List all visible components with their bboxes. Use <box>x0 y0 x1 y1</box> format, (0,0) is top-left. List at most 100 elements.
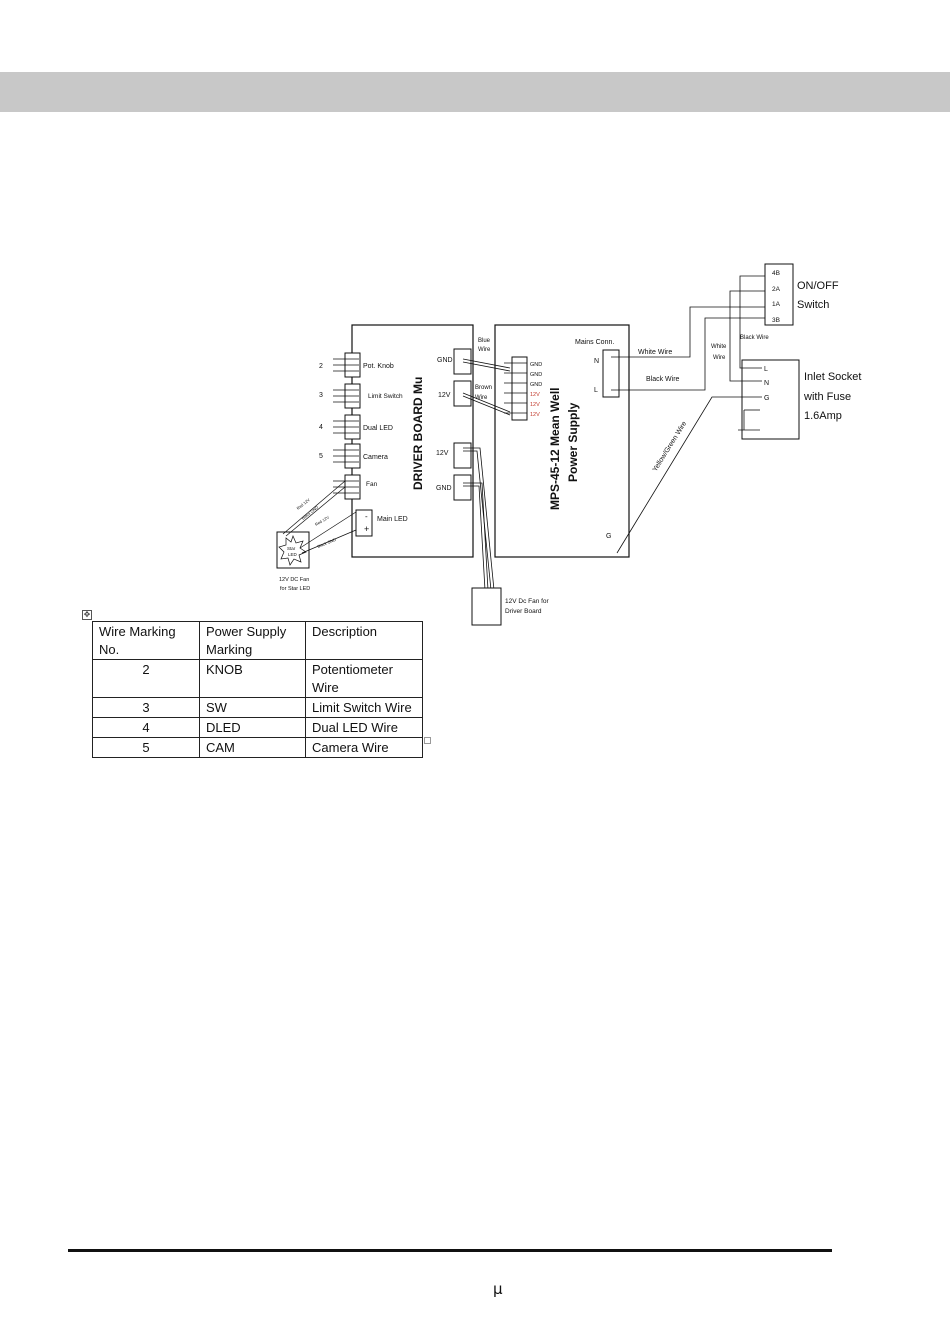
inlet-label-3: 1.6Amp <box>804 410 842 422</box>
connector-fan: Fan <box>333 474 378 500</box>
star-fan: Star LED 12V DC Fan for Star LED <box>276 531 310 592</box>
header-wire-marking: Wire Marking No. <box>92 621 200 660</box>
driver-terminal-gnd-bottom-label: GND <box>436 485 452 492</box>
white-wire-label: White Wire <box>638 349 672 356</box>
footer-rule <box>68 1249 832 1252</box>
inlet-pin-n: N <box>764 380 769 387</box>
main-led-minus: - <box>365 512 368 521</box>
psu-terminal-label-1: GND <box>530 362 542 368</box>
footer-page-marker: µ <box>493 1280 503 1298</box>
connector-5: 5 Camera <box>319 443 388 469</box>
table-move-handle-icon[interactable]: ✥ <box>82 610 92 620</box>
connector-2: 2 Pot. Knob <box>319 352 394 378</box>
connector-3-number: 3 <box>319 392 323 399</box>
wire-marking-table: Wire Marking No. Power Supply Marking De… <box>92 621 423 758</box>
dc-wires <box>462 358 511 416</box>
inlet-pin-g: G <box>764 395 769 402</box>
driver-terminal-12v-top-label: 12V <box>438 392 451 399</box>
cell-marking: CAM <box>199 737 306 758</box>
mains-connector <box>602 349 620 398</box>
table-row: 3 SW Limit Switch Wire <box>92 697 423 718</box>
cell-wire-number: 4 <box>92 717 200 738</box>
psu-terminal-label-6: 12V <box>530 412 540 418</box>
cell-wire-number: 5 <box>92 737 200 758</box>
white-wire-vertical-label-2: Wire <box>713 355 726 361</box>
black-wire-label: Black Wire <box>646 376 680 383</box>
brown-wire-label-2: Wire <box>475 395 488 401</box>
driver-terminal-gnd-top: GND <box>437 348 472 375</box>
star-fan-inner-2: LED <box>288 552 298 557</box>
main-led-plus: + <box>364 524 369 534</box>
wiring-diagram: DRIVER BOARD Mu 2 Pot. Knob 3 Limit Swit… <box>276 263 861 626</box>
cell-marking: KNOB <box>199 659 306 698</box>
inlet-label-2: with Fuse <box>803 391 851 403</box>
connector-4: 4 Dual LED <box>319 414 393 440</box>
mains-wires <box>611 275 765 554</box>
mains-g-label: G <box>606 533 611 540</box>
header-power-supply-marking: Power Supply Marking <box>199 621 306 660</box>
power-supply-title-line1: MPS-45-12 Mean Well <box>548 388 562 510</box>
psu-terminal-label-5: 12V <box>530 402 540 408</box>
connector-fan-label: Fan <box>366 481 378 488</box>
cell-marking: SW <box>199 697 306 718</box>
inlet-pin-l: L <box>764 366 768 373</box>
driver-terminal-gnd-bottom: GND <box>436 474 472 501</box>
table-resize-handle[interactable] <box>424 737 431 744</box>
connector-4-label: Dual LED <box>363 425 393 432</box>
on-off-switch-box <box>764 263 794 326</box>
switch-label-1: ON/OFF <box>797 280 839 292</box>
connector-4-number: 4 <box>319 424 323 431</box>
cell-description: Potentiometer Wire <box>305 659 423 698</box>
psu-terminal-block: GND GND GND 12V 12V 12V <box>504 356 542 421</box>
main-led-label: Main LED <box>377 516 408 523</box>
driver-fan-box <box>471 587 502 626</box>
inlet-socket-box <box>741 359 800 440</box>
switch-label-2: Switch <box>797 299 829 311</box>
mains-n-label: N <box>594 358 599 365</box>
connector-3: 3 Limit Switch <box>319 383 403 409</box>
driver-board-box <box>351 324 474 558</box>
cell-description: Limit Switch Wire <box>305 697 423 718</box>
driver-terminal-12v-bottom: 12V <box>436 442 472 469</box>
power-supply-title-line2: Power Supply <box>566 402 580 482</box>
star-fan-wire-label-1: Red 12V <box>296 497 312 511</box>
star-fan-inner-1: Star <box>287 546 296 551</box>
mains-conn-label: Mains Conn. <box>575 339 614 346</box>
driver-fan-wires <box>463 447 495 591</box>
main-led-connector: - + Main LED <box>355 509 408 537</box>
inlet-ground-symbol <box>738 409 760 431</box>
connector-5-number: 5 <box>319 453 323 460</box>
mains-l-label: L <box>594 387 598 394</box>
driver-terminal-gnd-top-label: GND <box>437 357 453 364</box>
star-fan-wire-label-4: Black GND <box>317 537 337 549</box>
star-fan-caption-1: 12V DC Fan <box>279 577 309 583</box>
driver-fan-caption-2: Driver Board <box>505 608 542 615</box>
star-fan-caption-2: for Star LED <box>280 586 310 592</box>
connector-2-number: 2 <box>319 363 323 370</box>
psu-terminal-label-2: GND <box>530 372 542 378</box>
switch-pin-1a: 1A <box>772 301 781 308</box>
switch-pin-4b: 4B <box>772 270 780 277</box>
driver-terminal-12v-bottom-label: 12V <box>436 450 449 457</box>
star-fan-wires <box>282 480 357 554</box>
driver-fan-caption-1: 12V Dc Fan for <box>505 598 550 605</box>
driver-terminal-12v-top: 12V <box>438 380 472 407</box>
white-wire-vertical-label-1: White <box>711 344 727 350</box>
psu-terminal-label-4: 12V <box>530 392 540 398</box>
header-description: Description <box>305 621 423 660</box>
star-fan-wire-label-3: Red 12V <box>314 515 330 527</box>
connector-3-label: Limit Switch <box>368 393 403 400</box>
blue-wire-label-1: Blue <box>478 338 491 344</box>
black-wire-vertical-label: Black Wire <box>740 335 769 341</box>
table-row: 2 KNOB Potentiometer Wire <box>92 659 423 698</box>
cell-description: Dual LED Wire <box>305 717 423 738</box>
cell-wire-number: 2 <box>92 659 200 698</box>
cell-marking: DLED <box>199 717 306 738</box>
psu-terminal-label-3: GND <box>530 382 542 388</box>
connector-5-label: Camera <box>363 454 388 461</box>
driver-board-title: DRIVER BOARD Mu <box>411 377 425 490</box>
switch-pin-3b: 3B <box>772 317 780 324</box>
inlet-label-1: Inlet Socket <box>804 371 861 383</box>
cell-description: Camera Wire <box>305 737 423 758</box>
power-supply-box <box>494 324 630 558</box>
